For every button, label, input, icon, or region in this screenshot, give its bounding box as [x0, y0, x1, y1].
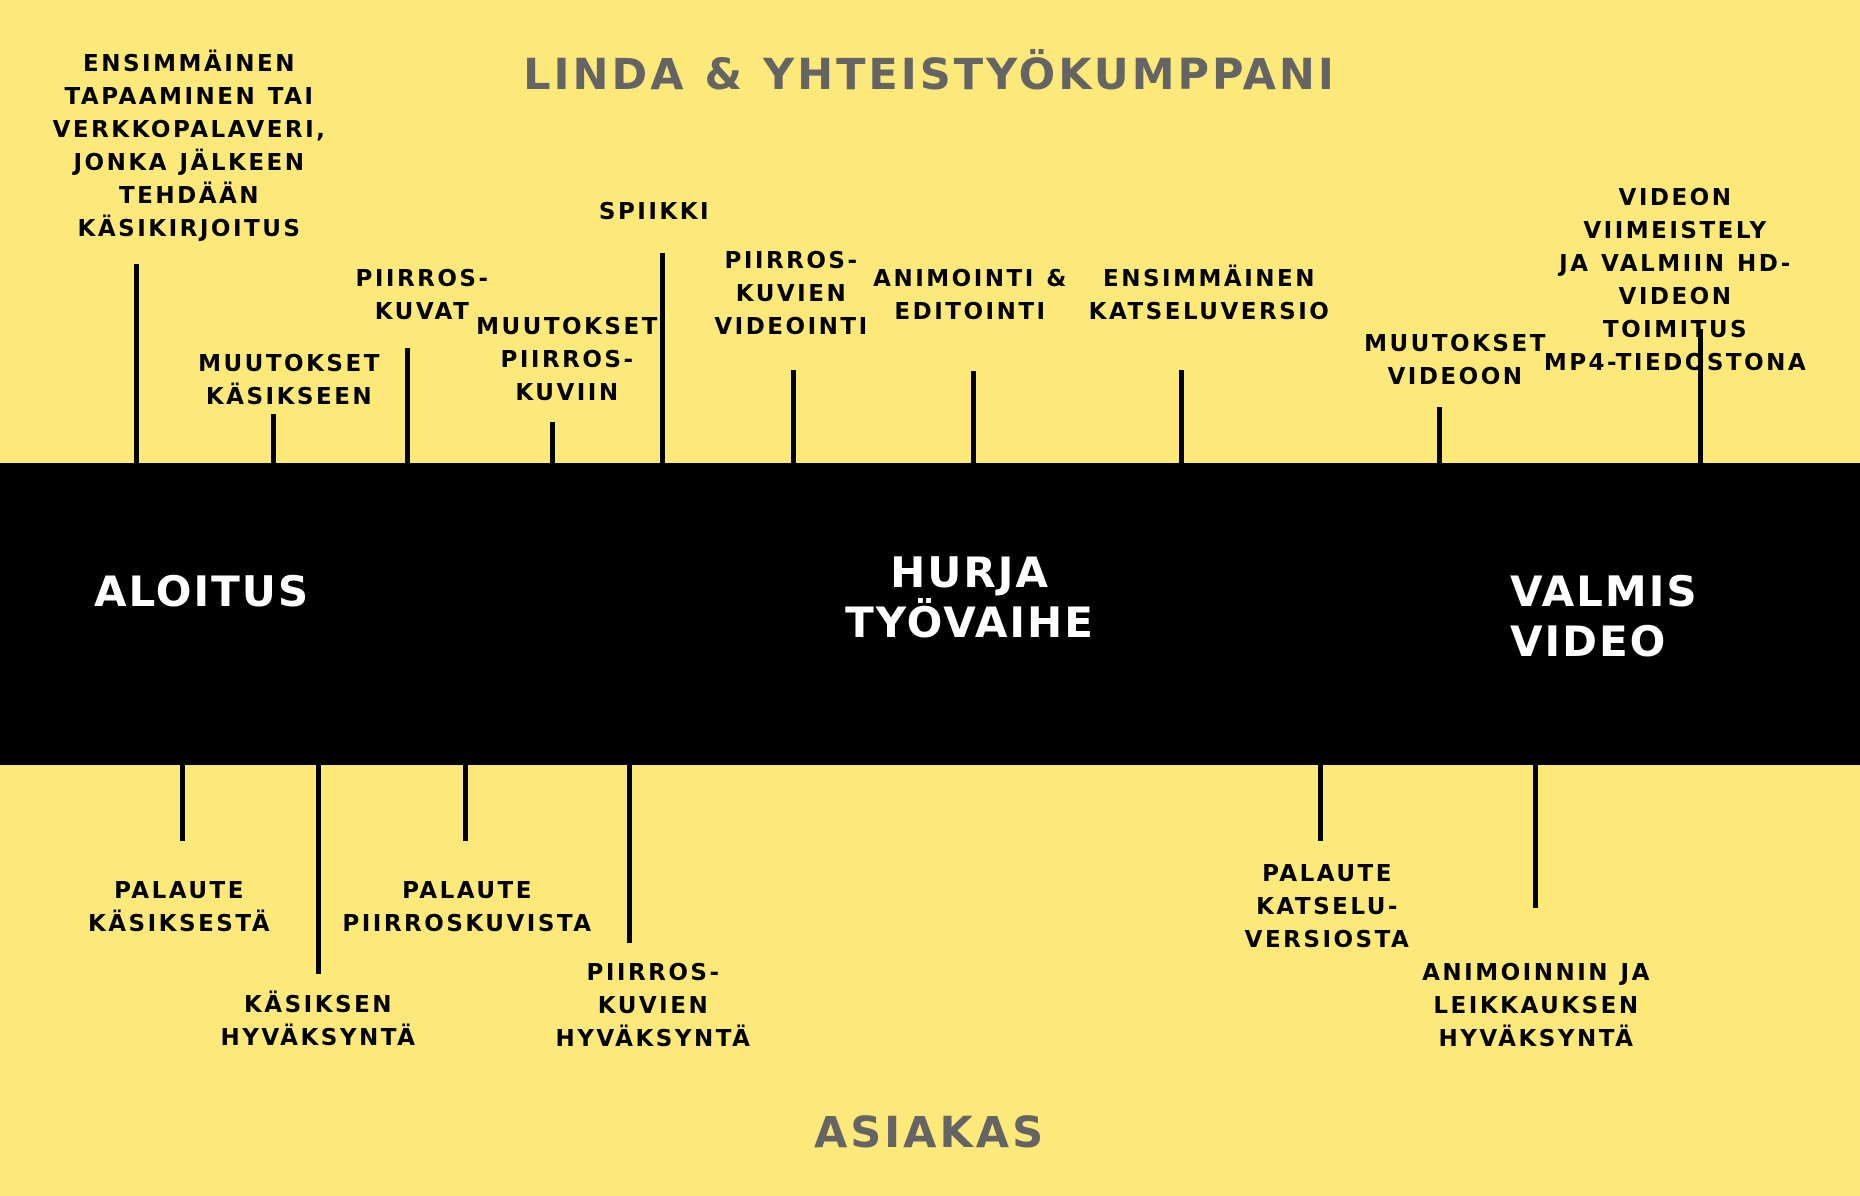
- top-tick-10: [1698, 329, 1703, 463]
- bottom-step-3: PALAUTE PIIRROSKUVISTA: [342, 878, 594, 937]
- top-step-9: MUUTOKSET VIDEOON: [1364, 331, 1548, 390]
- bottom-tick-3: [463, 765, 468, 841]
- top-tick-9: [1437, 407, 1442, 463]
- bottom-step-4: PIIRROS- KUVIEN HYVÄKSYNTÄ: [555, 960, 753, 1052]
- top-step-2: MUUTOKSET KÄSIKSEEN: [198, 351, 382, 410]
- bottom-tick-1: [180, 765, 185, 841]
- top-tick-7: [971, 371, 976, 463]
- top-tick-1: [134, 264, 139, 463]
- top-step-5: SPIIKKI: [598, 199, 712, 225]
- bottom-tick-5: [1318, 765, 1323, 841]
- top-step-6: PIIRROS- KUVIEN VIDEOINTI: [714, 248, 870, 340]
- top-tick-8: [1179, 370, 1184, 463]
- top-heading: LINDA & YHTEISTYÖKUMPPANI: [523, 50, 1337, 100]
- timeline-band: [0, 463, 1860, 765]
- bottom-tick-4: [627, 765, 632, 943]
- top-tick-6: [791, 370, 796, 463]
- bottom-step-2: KÄSIKSEN HYVÄKSYNTÄ: [220, 992, 418, 1051]
- top-tick-4: [550, 422, 555, 463]
- start-label: ALOITUS: [94, 567, 311, 616]
- top-step-8: ENSIMMÄINEN KATSELUVERSIO: [1088, 266, 1332, 325]
- top-step-4: MUUTOKSET PIIRROS- KUVIIN: [476, 314, 660, 406]
- top-step-1: ENSIMMÄINEN TAPAAMINEN TAI VERKKOPALAVER…: [52, 51, 328, 242]
- bottom-heading: ASIAKAS: [813, 1108, 1047, 1158]
- bottom-step-5: PALAUTE KATSELU- VERSIOSTA: [1244, 861, 1412, 953]
- middle-label: HURJA TYÖVAIHE: [845, 548, 1095, 647]
- top-step-10: VIDEON VIIMEISTELY JA VALMIIN HD-VIDEON …: [1543, 185, 1809, 376]
- top-step-3: PIIRROS- KUVAT: [355, 266, 491, 325]
- bottom-step-6: ANIMOINNIN JA LEIKKAUKSEN HYVÄKSYNTÄ: [1422, 960, 1652, 1052]
- top-step-7: ANIMOINTI & EDITOINTI: [873, 266, 1069, 325]
- top-tick-5: [660, 253, 665, 463]
- top-tick-2: [271, 414, 276, 463]
- end-label: VALMIS VIDEO: [1510, 567, 1699, 666]
- bottom-tick-6: [1533, 765, 1538, 908]
- bottom-tick-2: [316, 765, 321, 974]
- top-tick-3: [405, 348, 410, 463]
- bottom-step-1: PALAUTE KÄSIKSESTÄ: [87, 878, 273, 937]
